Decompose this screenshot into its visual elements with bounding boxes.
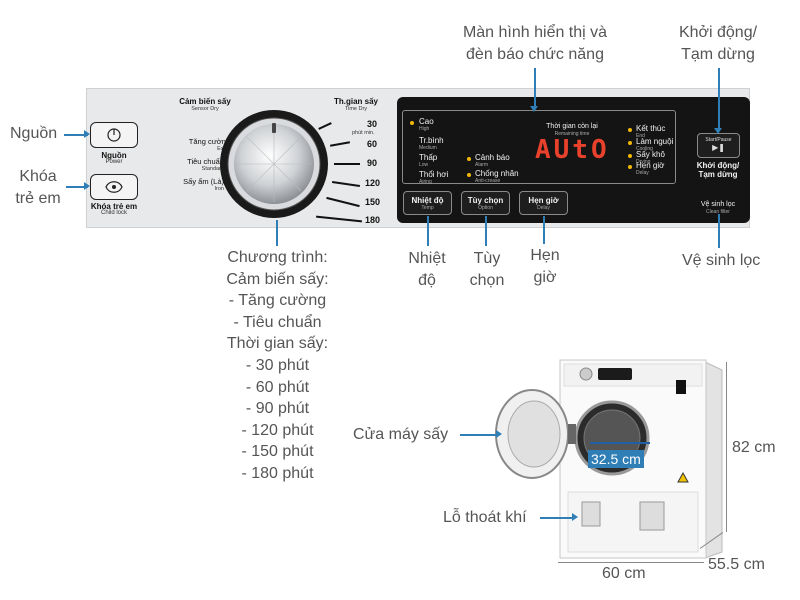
arrow-icon (714, 128, 722, 134)
callout-start-pause: Khởi động/Tạm dừng (678, 24, 758, 63)
sensor-dry-sub: Sensor Dry (191, 106, 219, 112)
delay-button[interactable]: Hẹn giờ Delay (519, 191, 568, 215)
callout-line (540, 517, 574, 519)
callout-vent: Lỗ thoát khí (443, 509, 527, 526)
cooling-led (628, 141, 632, 145)
arrow-icon (530, 106, 538, 112)
child-lock-label: Khóa trẻ em (90, 202, 138, 211)
power-button[interactable] (90, 122, 138, 148)
callout-line (718, 214, 720, 248)
height-dimension-line (726, 362, 727, 532)
child-lock-button[interactable] (90, 174, 138, 200)
arrow-icon (84, 130, 90, 138)
display-panel (397, 97, 750, 223)
start-pause-button[interactable]: Start/Pause ▶❚ (697, 133, 740, 158)
width-label: 60 cm (602, 565, 646, 582)
callout-line (534, 68, 536, 108)
power-icon (107, 128, 121, 142)
arrow-icon (84, 182, 90, 190)
door-diameter-badge: 32.5 cm (588, 450, 644, 468)
power-label: Nguồn (101, 151, 127, 160)
callout-line (427, 216, 429, 246)
child-lock-sub-label: Child lock (100, 210, 127, 216)
callout-line (485, 216, 487, 246)
time-120-label: 120 (365, 178, 381, 188)
play-pause-icon: ▶❚ (712, 143, 725, 152)
program-dial[interactable] (218, 108, 330, 220)
width-dimension-line (558, 562, 704, 563)
alarm-led (467, 157, 471, 161)
time-30-label: 30 (367, 119, 378, 129)
time-dry-title: Th.gian sấy (333, 97, 378, 106)
delay-led (628, 165, 632, 169)
callout-line (66, 186, 88, 188)
remaining-time-label: Thời gian còn lại Remaining time (546, 123, 598, 137)
time-tick (334, 163, 360, 165)
time-150-label: 150 (365, 197, 381, 207)
sensor-item-iron: Sấy ẩm (Là) Iron (183, 177, 224, 192)
filter-clean-indicator: Vệ sinh lọc Clean filter (700, 201, 736, 215)
arrow-icon (496, 430, 502, 438)
depth-label: 55.5 cm (708, 556, 765, 573)
arrow-icon (572, 513, 578, 521)
callout-line (460, 434, 498, 436)
time-dry-sub: Time Dry (344, 106, 368, 112)
callout-line (64, 134, 88, 136)
start-pause-text: Khởi động/ Tạm dừng (696, 161, 740, 179)
time-unit-label: phút min. (352, 130, 375, 136)
option-button[interactable]: Tùy chọn Option (461, 191, 510, 215)
power-sub-label: Power (105, 159, 123, 165)
time-180-label: 180 (365, 215, 381, 225)
time-90-label: 90 (367, 158, 378, 168)
drying-led (628, 154, 632, 158)
temperature-button[interactable]: Nhiệt độ Temp (403, 191, 452, 215)
callout-line (543, 216, 545, 244)
time-60-label: 60 (367, 139, 378, 149)
callout-power: Nguồn (10, 125, 58, 142)
segment-display-text: AUtO (535, 135, 610, 165)
callout-filter-clean: Vệ sinh lọc (682, 252, 761, 269)
callout-line (718, 68, 720, 130)
child-lock-icon (105, 181, 123, 193)
callout-program: Chương trình: Cảm biến sấy: - Tăng cường… (226, 249, 329, 482)
display-frame (402, 110, 676, 184)
sensor-item-standard: Tiêu chuẩn Standard (187, 157, 224, 172)
callout-line (276, 220, 278, 246)
callout-door: Cửa máy sấy (353, 426, 449, 443)
sensor-dry-title: Cảm biến sấy (179, 97, 231, 106)
anti-crease-led (467, 173, 471, 177)
door-diameter-arrow (590, 442, 650, 444)
temp-high-led (410, 121, 414, 125)
end-led (628, 128, 632, 132)
height-label: 82 cm (732, 439, 776, 456)
